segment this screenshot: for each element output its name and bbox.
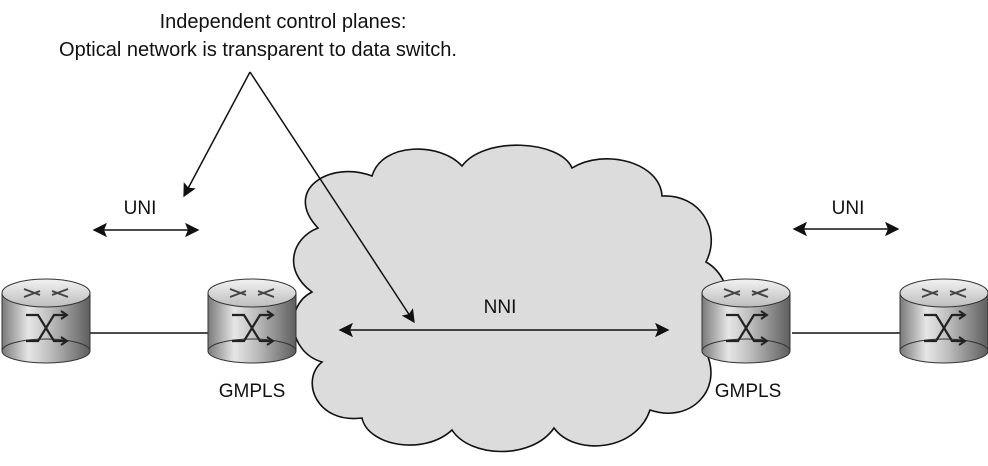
- router-icon: [700, 277, 792, 365]
- router-icon: [898, 277, 988, 365]
- router-icon: [206, 277, 298, 365]
- title-line-2: Optical network is transparent to data s…: [59, 39, 457, 61]
- nni-label: NNI: [484, 297, 517, 318]
- pointer-arrow-uni: [183, 71, 251, 198]
- pointer-arrow-nni: [249, 71, 415, 324]
- title-line-1: Independent control planes:: [160, 11, 407, 33]
- optical-network-cloud: [292, 144, 731, 453]
- router-icon: [0, 277, 92, 365]
- gmpls-label-left: GMPLS: [219, 381, 286, 402]
- gmpls-label-right: GMPLS: [715, 381, 782, 402]
- uni-label-right: UNI: [832, 198, 865, 219]
- uni-label-left: UNI: [124, 198, 157, 219]
